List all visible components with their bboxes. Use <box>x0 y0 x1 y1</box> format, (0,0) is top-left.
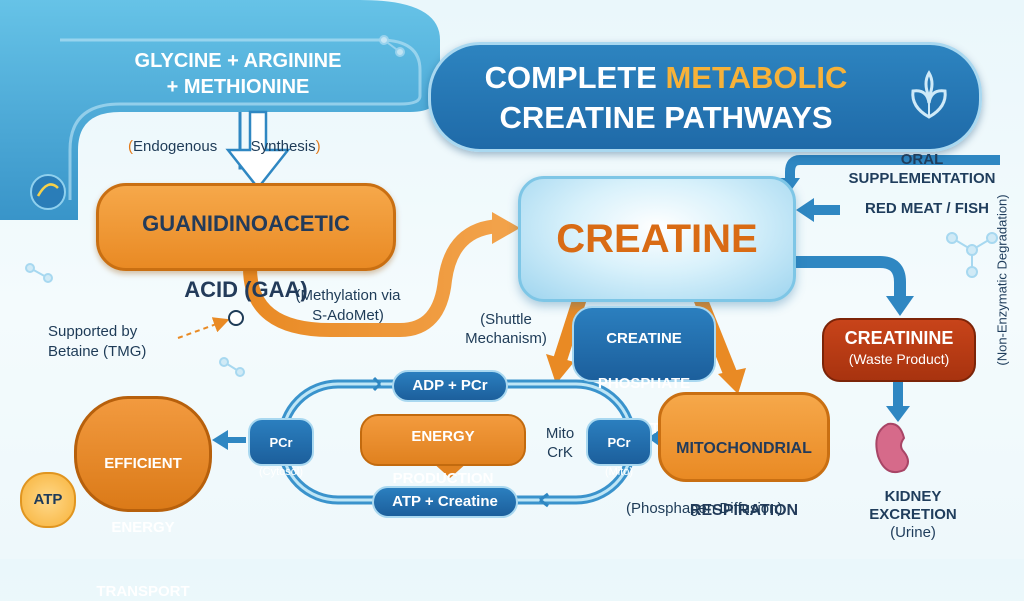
methylation-label: (Methylation via S-AdoMet) <box>295 287 401 324</box>
pcr-cytosol-pill: PCr(Cytosol) <box>248 418 314 478</box>
creatinine-node: CREATININE (Waste Product) <box>822 318 976 382</box>
red-meat-fish-label: RED MEAT / FISH <box>865 200 989 217</box>
pcr-mito-pill: PCr(Mito) <box>586 418 652 478</box>
kidney-excretion-label: KIDNEY EXCRETION (Urine) <box>869 488 957 541</box>
oral-supplementation-label: ORAL SUPPLEMENTATION <box>848 151 996 187</box>
atp-badge: ATP <box>20 472 76 528</box>
diagram-title: COMPLETE METABOLIC CREATINE PATHWAYS <box>428 42 982 152</box>
precursor-ribbon <box>0 0 440 220</box>
kidney-icon <box>875 422 909 474</box>
atp-creatine-pill: ATP + Creatine <box>372 486 518 518</box>
betaine-label: Supported by Betaine (TMG) <box>48 323 147 360</box>
molecule-icon <box>25 35 998 377</box>
phosphagen-diffusion-label: (Phosphagen Diffusion) <box>626 500 783 517</box>
adp-pcr-pill: ADP + PCr <box>392 370 508 402</box>
leaf-icon <box>911 70 947 119</box>
shuttle-mechanism-label: (Shuttle Mechanism) <box>465 311 547 347</box>
creatine-node: CREATINE <box>518 176 796 302</box>
methylation-arrow <box>243 219 507 337</box>
gauge-icon <box>30 174 66 210</box>
mito-crk-label: Mito CrK <box>545 425 575 461</box>
endogenous-synthesis-label: (Endogenous Synthesis) <box>128 138 321 155</box>
precursor-label: GLYCINE + ARGININE + METHIONINE <box>134 50 342 98</box>
creatine-phosphate-shuttle-node: CREATINEPHOSPHATESHUTTLE <box>572 306 716 437</box>
